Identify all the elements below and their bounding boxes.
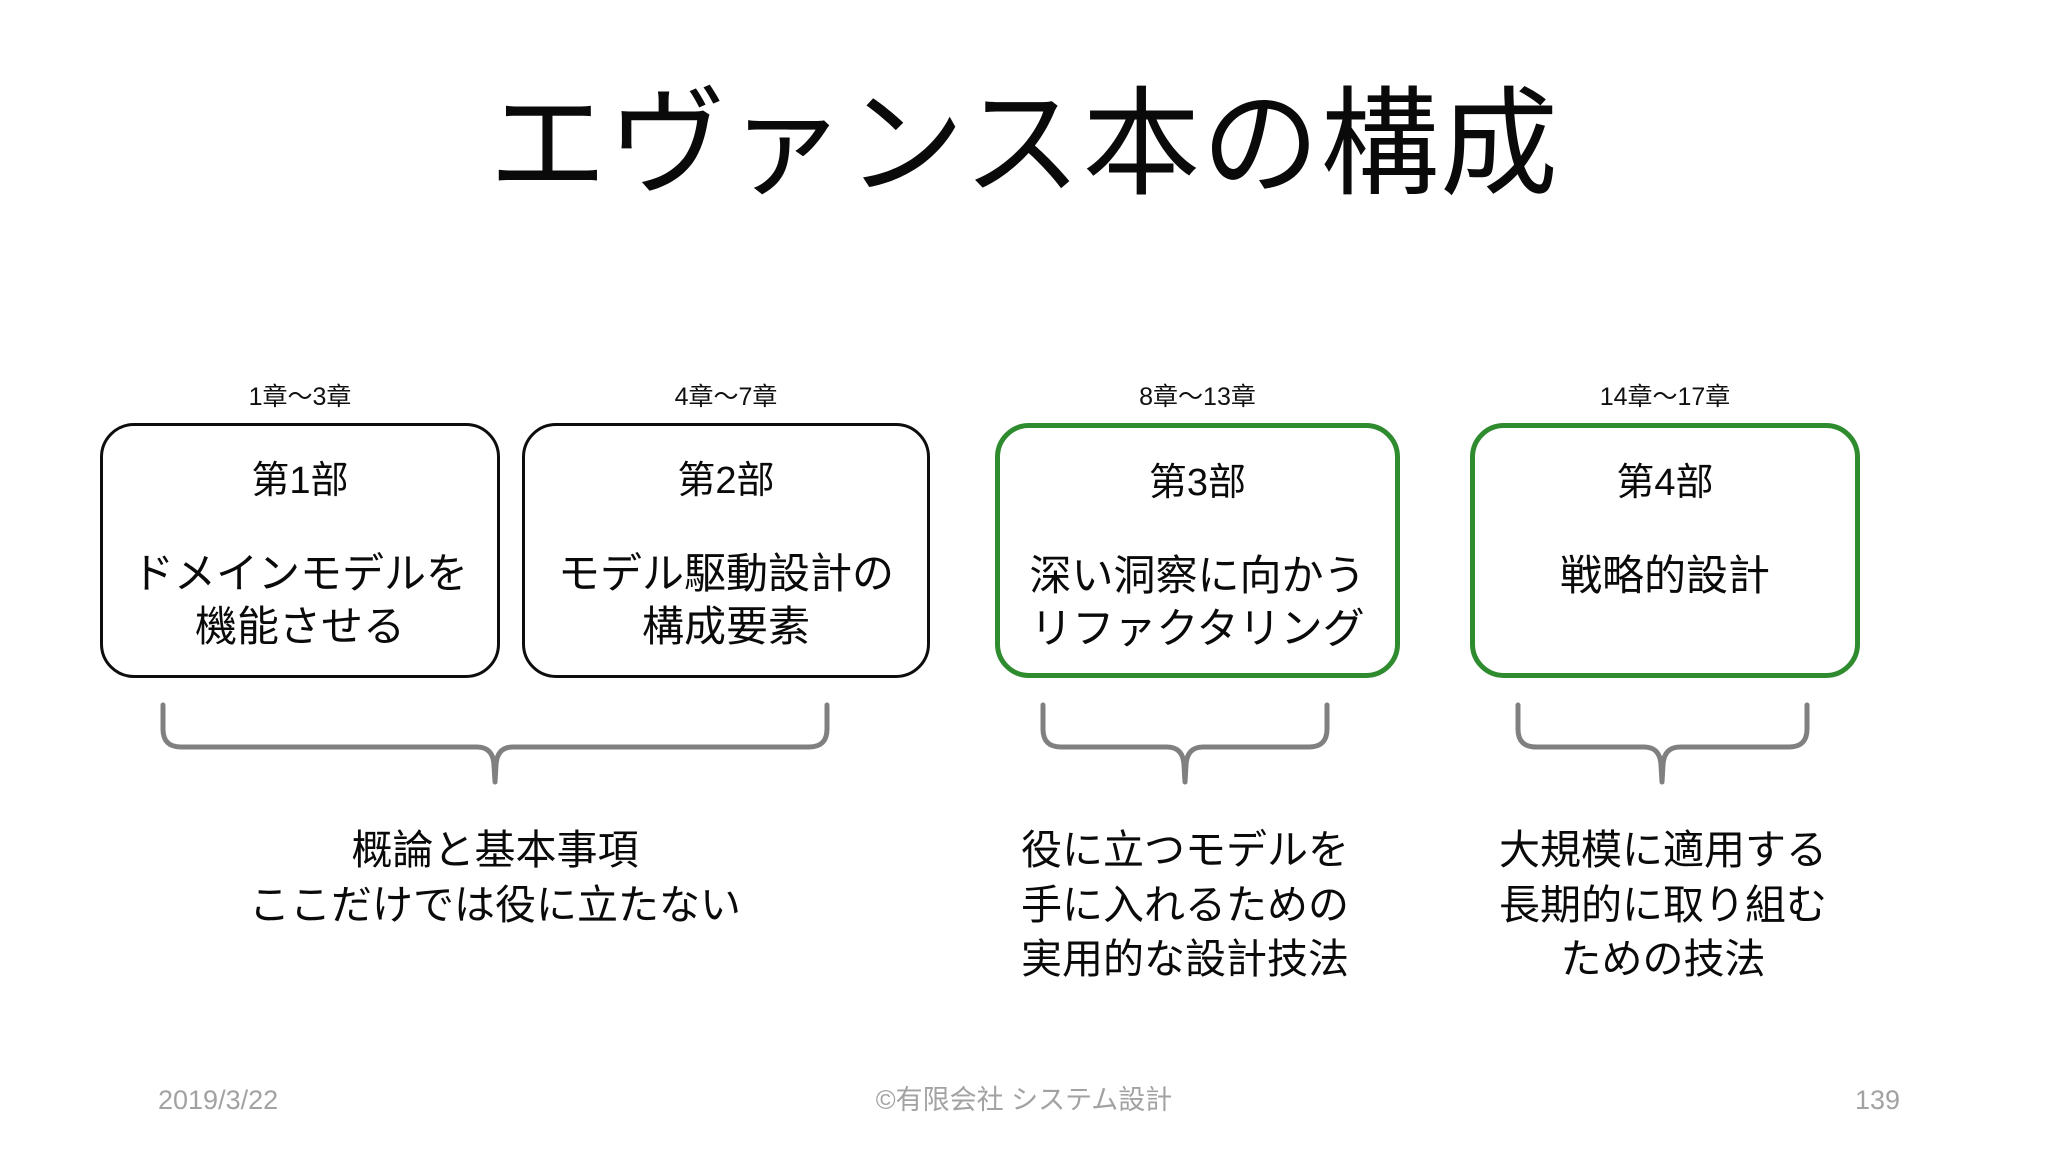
group-brace-2 <box>1040 702 1330 785</box>
part-title-2: モデル駆動設計の 構成要素 <box>558 547 894 655</box>
part-box-4[interactable]: 第4部 戦略的設計 <box>1470 423 1860 678</box>
group-caption-3-line-2: 長期的に取り組む <box>1499 881 1827 928</box>
part-title-2-line-1: モデル駆動設計の <box>557 549 894 597</box>
chapter-range-4: 14章〜17章 <box>1599 383 1731 411</box>
footer-copyright: ©有限会社 システム設計 <box>875 1085 1173 1115</box>
chapter-range-2: 4章〜7章 <box>674 383 778 411</box>
part-title-1-line-1: ドメインモデルを <box>131 549 468 597</box>
group-brace-2-shape <box>1040 702 1330 785</box>
group-caption-3-line-3: ための技法 <box>1560 936 1766 983</box>
group-caption-1-line-1: 概論と基本事項 <box>351 827 639 873</box>
group-caption-1: 概論と基本事項 ここだけでは役に立たない <box>160 823 830 932</box>
part-title-3-line-1: 深い洞察に向かう <box>1029 551 1366 599</box>
chapter-range-3: 8章〜13章 <box>1139 383 1256 411</box>
group-caption-2-line-1: 役に立つモデルを <box>1021 827 1349 873</box>
part-box-2[interactable]: 第2部 モデル駆動設計の 構成要素 <box>522 423 930 678</box>
part-title-2-line-2: 構成要素 <box>641 603 810 651</box>
group-caption-2-line-2: 手に入れるための <box>1021 881 1349 928</box>
part-label-1: 第1部 <box>251 460 349 502</box>
part-title-3: 深い洞察に向かう リファクタリング <box>1029 549 1365 657</box>
part-title-3-line-2: リファクタリング <box>1030 605 1365 653</box>
group-caption-3-line-1: 大規模に適用する <box>1499 827 1827 873</box>
footer-page-number: 139 <box>1854 1085 1900 1115</box>
group-caption-1-line-2: ここだけでは役に立たない <box>249 881 741 928</box>
part-label-2: 第2部 <box>677 460 775 502</box>
part-title-1-line-2: 機能させる <box>194 603 405 651</box>
group-brace-3-shape <box>1515 702 1810 785</box>
part-title-4-line-1: 戦略的設計 <box>1559 551 1770 599</box>
part-title-4: 戦略的設計 <box>1560 549 1770 603</box>
part-box-3[interactable]: 第3部 深い洞察に向かう リファクタリング <box>995 423 1400 678</box>
group-brace-1 <box>160 702 830 785</box>
footer-date: 2019/3/22 <box>158 1085 279 1115</box>
group-brace-3 <box>1515 702 1810 785</box>
group-brace-1-shape <box>160 702 830 785</box>
part-box-1[interactable]: 第1部 ドメインモデルを 機能させる <box>100 423 500 678</box>
part-title-1: ドメインモデルを 機能させる <box>132 547 468 655</box>
part-label-3: 第3部 <box>1148 462 1247 504</box>
group-caption-2-line-3: 実用的な設計技法 <box>1021 936 1349 983</box>
chapter-range-1: 1章〜3章 <box>248 383 352 411</box>
group-caption-2: 役に立つモデルを 手に入れるための 実用的な設計技法 <box>1000 823 1370 987</box>
page-title: エヴァンス本の構成 <box>488 79 1560 211</box>
group-caption-3: 大規模に適用する 長期的に取り組む ための技法 <box>1478 823 1848 987</box>
part-label-4: 第4部 <box>1616 462 1714 504</box>
